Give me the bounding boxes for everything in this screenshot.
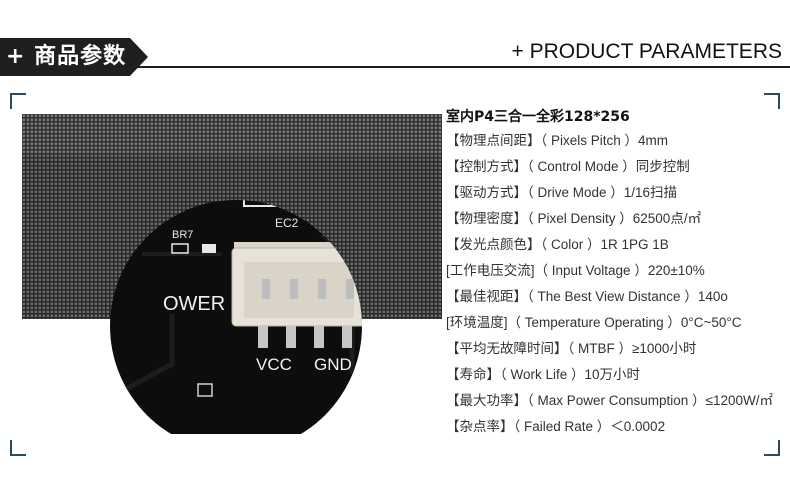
gnd-label: GND <box>314 355 352 374</box>
frame-corner-bottom-right <box>764 440 780 456</box>
section-header: + 商品参数 + PRODUCT PARAMETERS <box>0 30 790 86</box>
spec-row-view-distance: 【最佳视距】（ The Best View Distance ）140o <box>446 289 728 304</box>
spec-row-control-mode: 【控制方式】（ Control Mode ）同步控制 <box>446 159 690 174</box>
section-title-cn: + 商品参数 <box>0 38 148 76</box>
frame-corner-top-left <box>10 93 26 109</box>
frame-corner-top-right <box>764 93 780 109</box>
spec-row-pixel-density: 【物理密度】（ Pixel Density ）62500点/㎡ <box>446 211 702 226</box>
spec-list: 室内P4三合一全彩128*256 【物理点间距】（ Pixels Pitch ）… <box>446 106 786 440</box>
ec2-label: EC2 <box>275 216 299 230</box>
spec-row-color: 【发光点颜色】（ Color ）1R 1PG 1B <box>446 237 669 252</box>
spec-row-mtbf: 【平均无故障时间】（ MTBF ）≥1000小时 <box>446 341 697 356</box>
spec-row-failed-rate: 【杂点率】（ Failed Rate ）＜0.0002 <box>446 419 666 434</box>
product-photo: EC2 + BR7 <box>22 114 442 434</box>
spec-row-temperature: [环境温度]（ Temperature Operating ）0°C~50°C <box>446 315 742 330</box>
spec-row-drive-mode: 【驱动方式】（ Drive Mode ）1/16扫描 <box>446 185 678 200</box>
magnified-board: EC2 + BR7 <box>110 200 362 434</box>
led-module-illustration: EC2 + BR7 <box>22 114 442 434</box>
vcc-label: VCC <box>256 355 292 374</box>
spec-row-input-voltage: [工作电压交流]（ Input Voltage ）220±10% <box>446 263 705 278</box>
power-label: OWER <box>163 293 225 315</box>
spec-row-max-power: 【最大功率】（ Max Power Consumption ）≤1200W/㎡ <box>446 393 773 408</box>
header-divider <box>0 66 790 68</box>
spec-row-pixel-pitch: 【物理点间距】（ Pixels Pitch ）4mm <box>446 133 669 148</box>
br7-label: BR7 <box>172 229 193 241</box>
section-title-en: + PRODUCT PARAMETERS <box>511 40 782 63</box>
product-title: 室内P4三合一全彩128*256 <box>446 109 630 125</box>
frame-corner-bottom-left <box>10 440 26 456</box>
spec-row-work-life: 【寿命】（ Work Life ）10万小时 <box>446 367 641 382</box>
